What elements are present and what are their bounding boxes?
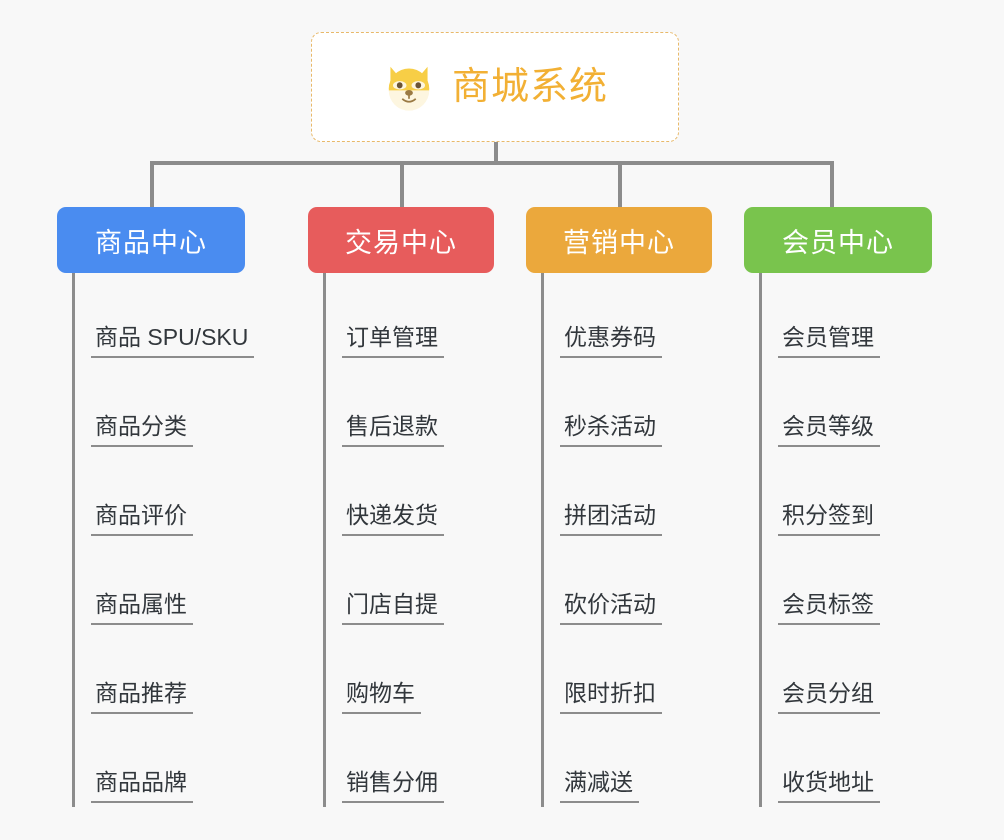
leaf-item[interactable]: 会员分组 <box>760 629 932 718</box>
leaf-list-4: 会员管理 会员等级 积分签到 会员标签 会员分组 收货地址 <box>744 273 932 807</box>
leaf-label: 优惠券码 <box>560 324 662 358</box>
leaf-list-3: 优惠券码 秒杀活动 拼团活动 砍价活动 限时折扣 满减送 <box>526 273 712 807</box>
leaf-rail-1 <box>72 273 75 807</box>
leaf-label: 商品分类 <box>91 413 193 447</box>
leaf-label: 砍价活动 <box>560 591 662 625</box>
leaf-item[interactable]: 销售分佣 <box>324 718 494 807</box>
leaf-label: 售后退款 <box>342 413 444 447</box>
branch-column-3: 营销中心 优惠券码 秒杀活动 拼团活动 砍价活动 限时折扣 满减送 <box>526 207 712 807</box>
dog-face-icon <box>388 66 430 111</box>
leaf-item[interactable]: 商品属性 <box>73 540 245 629</box>
leaf-label: 满减送 <box>560 769 639 803</box>
leaf-label: 限时折扣 <box>560 680 662 714</box>
leaf-label: 销售分佣 <box>342 769 444 803</box>
leaf-item[interactable]: 商品推荐 <box>73 629 245 718</box>
leaf-label: 门店自提 <box>342 591 444 625</box>
category-title-1: 商品中心 <box>95 227 207 258</box>
leaf-item[interactable]: 快递发货 <box>324 451 494 540</box>
leaf-label: 秒杀活动 <box>560 413 662 447</box>
leaf-label: 会员标签 <box>778 591 880 625</box>
leaf-item[interactable]: 商品品牌 <box>73 718 245 807</box>
leaf-item[interactable]: 购物车 <box>324 629 494 718</box>
category-box-1[interactable]: 商品中心 <box>57 207 245 273</box>
leaf-label: 会员分组 <box>778 680 880 714</box>
leaf-item[interactable]: 商品 SPU/SKU <box>73 273 255 362</box>
leaf-list-2: 订单管理 售后退款 快递发货 门店自提 购物车 销售分佣 <box>308 273 494 807</box>
leaf-item[interactable]: 积分签到 <box>760 451 932 540</box>
category-title-4: 会员中心 <box>782 227 894 258</box>
leaf-label: 积分签到 <box>778 502 880 536</box>
branch-column-2: 交易中心 订单管理 售后退款 快递发货 门店自提 购物车 销售分佣 <box>308 207 494 807</box>
leaf-item[interactable]: 会员管理 <box>760 273 932 362</box>
leaf-item[interactable]: 会员标签 <box>760 540 932 629</box>
leaf-rail-4 <box>759 273 762 807</box>
leaf-list-1: 商品 SPU/SKU 商品分类 商品评价 商品属性 商品推荐 商品品牌 <box>57 273 255 807</box>
leaf-item[interactable]: 门店自提 <box>324 540 494 629</box>
leaf-label: 商品属性 <box>91 591 193 625</box>
connector-drop-1 <box>150 161 154 207</box>
leaf-label: 订单管理 <box>342 324 444 358</box>
connector-horizontal-bus <box>150 161 834 165</box>
leaf-item[interactable]: 优惠券码 <box>542 273 712 362</box>
root-node[interactable]: 商城系统 <box>311 32 679 142</box>
leaf-item[interactable]: 砍价活动 <box>542 540 712 629</box>
root-title: 商城系统 <box>451 66 608 108</box>
leaf-label: 商品评价 <box>91 502 193 536</box>
category-title-2: 交易中心 <box>345 227 457 258</box>
leaf-item[interactable]: 满减送 <box>542 718 712 807</box>
leaf-label: 收货地址 <box>778 769 880 803</box>
leaf-label: 拼团活动 <box>560 502 662 536</box>
branch-column-4: 会员中心 会员管理 会员等级 积分签到 会员标签 会员分组 收货地址 <box>744 207 932 807</box>
leaf-item[interactable]: 秒杀活动 <box>542 362 712 451</box>
leaf-item[interactable]: 售后退款 <box>324 362 494 451</box>
category-box-2[interactable]: 交易中心 <box>308 207 494 273</box>
leaf-label: 商品品牌 <box>91 769 193 803</box>
category-title-3: 营销中心 <box>563 227 675 258</box>
leaf-rail-2 <box>323 273 326 807</box>
leaf-item[interactable]: 限时折扣 <box>542 629 712 718</box>
leaf-label: 会员管理 <box>778 324 880 358</box>
leaf-label: 快递发货 <box>342 502 444 536</box>
leaf-label: 商品 SPU/SKU <box>91 324 255 358</box>
leaf-item[interactable]: 会员等级 <box>760 362 932 451</box>
leaf-rail-3 <box>541 273 544 807</box>
branch-column-1: 商品中心 商品 SPU/SKU 商品分类 商品评价 商品属性 商品推荐 商品品牌 <box>57 207 255 807</box>
leaf-item[interactable]: 订单管理 <box>324 273 494 362</box>
leaf-item[interactable]: 收货地址 <box>760 718 932 807</box>
leaf-item[interactable]: 商品评价 <box>73 451 245 540</box>
leaf-label: 购物车 <box>342 680 421 714</box>
leaf-label: 会员等级 <box>778 413 880 447</box>
connector-drop-2 <box>400 161 404 207</box>
connector-root-stem <box>494 142 498 164</box>
leaf-item[interactable]: 拼团活动 <box>542 451 712 540</box>
category-box-3[interactable]: 营销中心 <box>526 207 712 273</box>
leaf-label: 商品推荐 <box>91 680 193 714</box>
connector-drop-4 <box>830 161 834 207</box>
category-box-4[interactable]: 会员中心 <box>744 207 932 273</box>
leaf-item[interactable]: 商品分类 <box>73 362 245 451</box>
connector-drop-3 <box>618 161 622 207</box>
